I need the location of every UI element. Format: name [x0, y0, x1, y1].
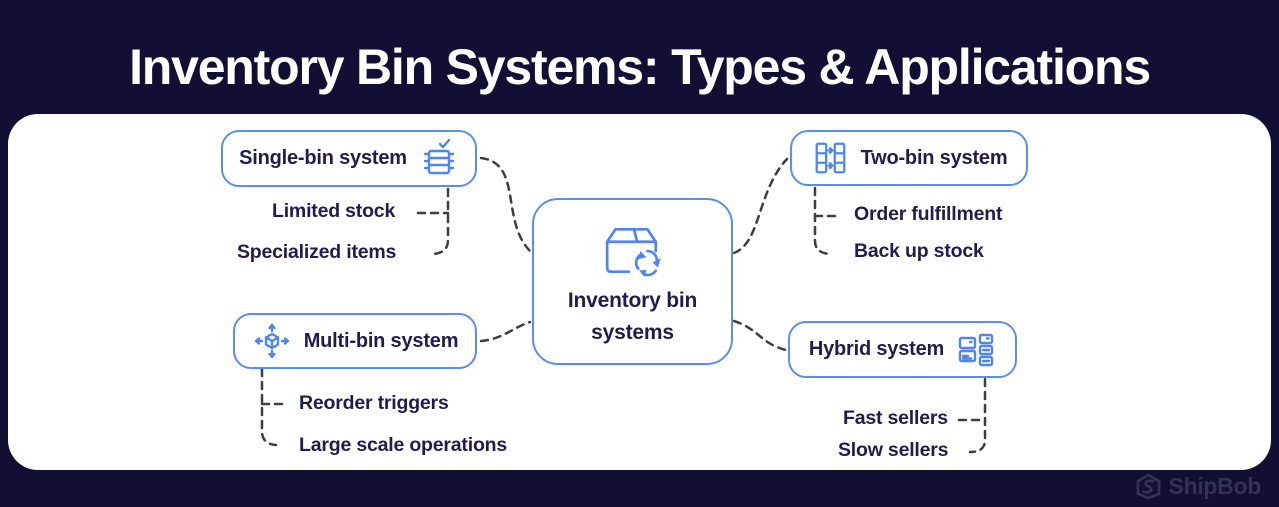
sub-item-back-up-stock: Back up stock	[854, 240, 984, 262]
node-label: Multi-bin system	[303, 329, 459, 352]
two-bin-transfer-icon	[811, 139, 849, 177]
center-node-label: Inventory bin systems	[567, 289, 698, 344]
mixed-bins-grid-icon	[956, 330, 996, 370]
node-multi-bin-system: Multi-bin system	[233, 313, 477, 369]
sub-item-specialized-items: Specialized items	[237, 241, 397, 263]
sub-item-large-scale-operations: Large scale operations	[299, 434, 508, 456]
sub-item-order-fulfillment: Order fulfillment	[854, 203, 1003, 225]
sub-item-limited-stock: Limited stock	[272, 200, 396, 222]
brand-logo: ShipBob	[1136, 473, 1261, 500]
page-title: Inventory Bin Systems: Types & Applicati…	[129, 39, 1151, 95]
sub-item-fast-sellers: Fast sellers	[843, 407, 948, 429]
shipbob-icon	[1136, 473, 1161, 500]
cube-directions-icon	[252, 321, 292, 361]
sub-item-reorder-triggers: Reorder triggers	[299, 392, 449, 414]
node-label: Two-bin system	[860, 146, 1008, 169]
node-two-bin-system: Two-bin system	[790, 130, 1028, 186]
single-bin-checked-icon	[419, 138, 459, 180]
node-label: Hybrid system	[808, 338, 945, 360]
package-recycle-icon	[594, 219, 672, 281]
brand-name: ShipBob	[1168, 473, 1262, 499]
node-label: Single-bin system	[239, 147, 407, 169]
node-inventory-bin-systems: Inventory bin systems	[532, 198, 733, 365]
node-single-bin-system: Single-bin system	[221, 130, 477, 187]
sub-item-slow-sellers: Slow sellers	[838, 439, 949, 461]
node-hybrid-system: Hybrid system	[788, 321, 1017, 378]
